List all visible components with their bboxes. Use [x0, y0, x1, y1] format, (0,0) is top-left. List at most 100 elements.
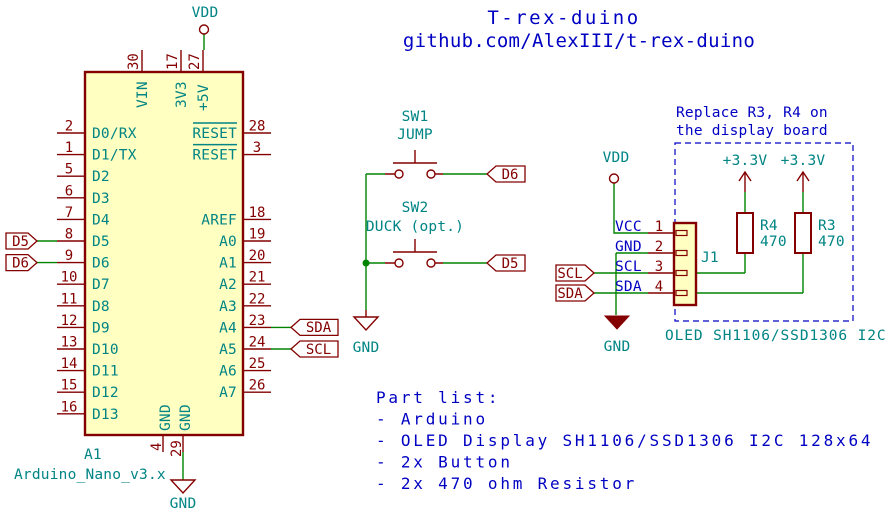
pin-number: 29: [169, 440, 185, 457]
pin-number: 28: [249, 119, 266, 135]
p33v-symbol-left: +3.3V: [723, 153, 767, 192]
switch-contact: [394, 258, 404, 268]
pin-number: 11: [61, 291, 78, 307]
tag-text: SDA: [306, 320, 332, 336]
pin-number: 22: [249, 291, 266, 307]
component-ref: R3: [818, 218, 836, 234]
tag-outline: [486, 254, 526, 272]
j1-pin-tick: [675, 269, 688, 277]
resistor-body: [736, 212, 754, 254]
pin-name: A1: [219, 256, 237, 272]
switch-sw1: SW1 JUMP: [385, 109, 443, 179]
power-arrow: [796, 170, 810, 192]
vdd-circle: [198, 24, 210, 35]
pin-number: 4: [655, 279, 663, 295]
pin-name: D8: [92, 299, 110, 315]
oled-caption: OLED SH1106/SSD1306 I2C: [665, 328, 885, 344]
tag-outline: [5, 253, 38, 272]
component-value: 470: [760, 234, 787, 250]
gnd-symbol-switches: GND: [352, 310, 380, 356]
tag-outline: [555, 284, 595, 302]
gnd-label: GND: [604, 339, 631, 355]
component-ref: J1: [701, 250, 719, 266]
tag-outline: [486, 165, 526, 183]
wire-junction-dot: [362, 259, 370, 267]
pin-name: A5: [219, 342, 237, 358]
pin-number: 14: [61, 356, 78, 372]
oled-note-line2: the display board: [676, 123, 828, 139]
tag-outline: [5, 232, 38, 250]
part-list-item: - OLED Display SH1106/SSD1306 I2C 128x64: [376, 431, 873, 450]
tag-outline: [555, 264, 595, 282]
switch-ref: SW2: [402, 200, 429, 216]
component-value: Arduino_Nano_v3.x: [14, 467, 166, 483]
switch-sw2: SW2 DUCK (opt.): [366, 200, 464, 268]
arduino-body: [83, 70, 245, 437]
pin-name: D4: [92, 212, 110, 228]
schematic-subtitle-url: github.com/AlexIII/t-rex-duino: [403, 30, 755, 52]
net-label: GND: [615, 239, 642, 255]
p33v-symbol-right: +3.3V: [781, 153, 825, 192]
reset-overlines: [193, 122, 237, 146]
pin-name: +5V: [196, 84, 212, 111]
pin-number: 3: [655, 259, 663, 275]
gnd-label: GND: [170, 496, 197, 512]
tag-text: D6: [12, 255, 29, 271]
pin-number: 15: [61, 378, 78, 394]
pin-number: 1: [65, 140, 73, 156]
pin-number: 19: [249, 227, 266, 243]
global-label-scl-arduino: SCL: [290, 340, 339, 358]
pin-name: RESET: [192, 126, 237, 142]
switch-symbol: [385, 150, 443, 175]
pin-name: D5: [92, 234, 110, 250]
pin-name: 3V3: [174, 81, 190, 108]
j1-body: [672, 221, 698, 307]
pin-name: A3: [219, 299, 237, 315]
pin-name: A0: [219, 234, 237, 250]
gnd-symbol-oled: GND: [603, 315, 631, 355]
tag-text: SCL: [557, 266, 582, 282]
part-list-title: Part list:: [376, 388, 500, 407]
pin-name: VIN: [135, 81, 151, 108]
net-label: SCL: [615, 259, 642, 275]
j1-pin-tick: [675, 289, 688, 297]
pin-name: D3: [92, 191, 110, 207]
resistor-r3: R3 470: [794, 212, 845, 254]
global-label-sda-arduino: SDA: [290, 318, 339, 336]
pin-number: 21: [249, 270, 266, 286]
net-label: VCC: [615, 219, 642, 235]
pin-name: D7: [92, 277, 110, 293]
switch-name: DUCK (opt.): [366, 219, 464, 235]
pin-number: 17: [165, 53, 181, 70]
part-list-item: - 2x Button: [376, 453, 513, 472]
pin-name: D1/TX: [92, 148, 137, 164]
pin-number: 6: [65, 183, 73, 199]
schematic-title: T-rex-duino: [487, 7, 640, 29]
pin-name: GND: [158, 404, 174, 431]
switch-ref: SW1: [402, 109, 429, 125]
vdd-label: VDD: [603, 150, 630, 166]
gnd-triangle-filled: [603, 315, 631, 330]
j1-pin-tick: [675, 229, 688, 237]
pin-number: 18: [249, 205, 266, 221]
pin-name: A6: [219, 364, 237, 380]
power-arrow: [738, 170, 752, 192]
pin-number: 20: [249, 248, 266, 264]
pin-number: 13: [61, 335, 78, 351]
pin-number: 30: [126, 53, 142, 70]
tag-outline: [290, 340, 339, 358]
component-value: 470: [818, 234, 845, 250]
pin-name: D12: [92, 385, 119, 401]
pin-name: D13: [92, 407, 119, 423]
component-ref: R4: [760, 218, 778, 234]
j1-pin-tick: [675, 249, 688, 257]
pin-name: A7: [219, 385, 237, 401]
global-label-sda-oled: SDA: [555, 284, 595, 302]
global-label-d5: D5: [5, 232, 38, 250]
part-list-item: - 2x 470 ohm Resistor: [376, 474, 637, 493]
global-label-d5-switch: D5: [486, 254, 526, 272]
connector-j1: J1 VCC GND SCL SDA 1 2 3 4: [615, 219, 719, 307]
pin-name: D0/RX: [92, 126, 137, 142]
tag-text: D6: [502, 167, 519, 183]
